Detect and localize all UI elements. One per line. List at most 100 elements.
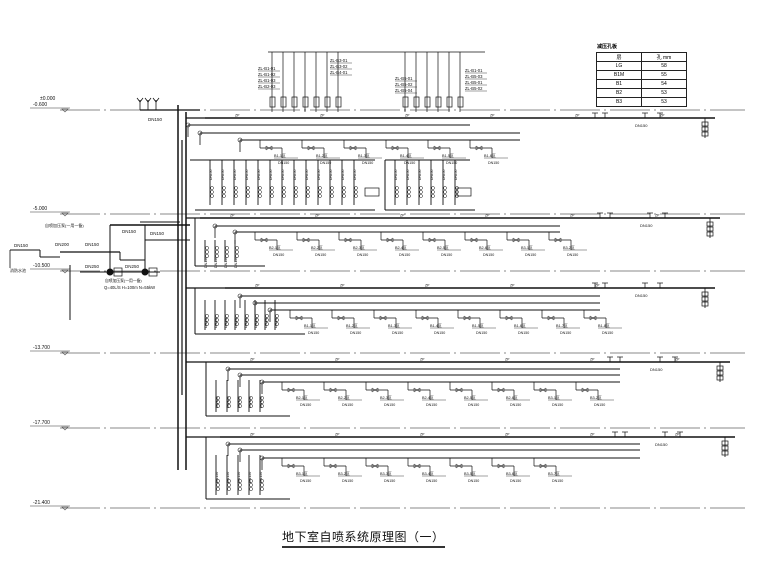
drain-box	[364, 187, 380, 197]
pipe-size-label: DN150	[342, 403, 353, 407]
pipe-tag: ZP	[420, 358, 425, 362]
zone-label: B1-1区	[274, 154, 286, 158]
elevation-marker-icon	[61, 351, 69, 356]
pipe-size-label: DN150	[510, 403, 521, 407]
alarm-valve-icon	[215, 250, 219, 254]
pipe-size-label: DN150	[468, 403, 479, 407]
pipe-size-label: DN150	[14, 243, 29, 248]
gate-valve-icon	[413, 463, 421, 469]
pipe-size-label: DN150	[476, 331, 487, 335]
pipe-size-label: DN150	[259, 472, 263, 483]
valve-box	[324, 96, 331, 108]
alarm-valve-icon	[249, 404, 253, 408]
level-elevation-label: -10.500	[33, 263, 50, 269]
alarm-valve-icon	[270, 186, 274, 190]
alarm-valve-icon	[270, 194, 274, 198]
zone-label: B1-5区	[472, 324, 484, 328]
pipe-size-label: DN150	[308, 331, 319, 335]
alarm-valve-icon	[258, 190, 262, 194]
alarm-valve-icon	[246, 194, 250, 198]
gate-valve-icon	[475, 145, 483, 151]
pipe-size-label: DN150	[441, 253, 452, 257]
pipe-tag: ZP	[675, 433, 680, 437]
alarm-valve-icon	[258, 194, 262, 198]
alarm-valve-icon	[235, 250, 239, 254]
riser-label: ZL-B5-02	[465, 86, 483, 91]
riser-label: ZL-B5-02	[395, 82, 413, 87]
zone-label: B1-6区	[514, 324, 526, 328]
alarm-valve-icon	[342, 190, 346, 194]
zone-label: B1-3区	[388, 324, 400, 328]
test-valve-box	[721, 445, 729, 451]
pipe-tag: ZP	[250, 433, 255, 437]
valve-box	[424, 96, 431, 108]
pipe-tag: ZP	[660, 114, 665, 118]
pipe-size-label: DN150	[320, 161, 331, 165]
pipe-size-label: DN150	[214, 257, 218, 268]
pipe-size-label: DN150	[226, 397, 230, 408]
alarm-valve-icon	[245, 314, 249, 318]
valve-box	[269, 96, 276, 108]
alarm-valve-icon	[235, 246, 239, 250]
pipe-size-label: DN150	[442, 169, 446, 180]
pipe-size-label: DN150	[269, 169, 273, 180]
gate-valve-icon	[470, 237, 478, 243]
pipe-size-label: DN150	[454, 169, 458, 180]
alarm-valve-icon	[210, 186, 214, 190]
alarm-valve-icon	[210, 190, 214, 194]
pipe-tag: ZP	[230, 214, 235, 218]
alarm-valve-icon	[235, 322, 239, 326]
riser-label: ZL-B5-01	[395, 76, 413, 81]
pipe-size-label: DN200	[55, 242, 70, 247]
pipe-size-label: DN150	[406, 169, 410, 180]
alarm-valve-icon	[395, 190, 399, 194]
pipe-tag: ZP	[250, 358, 255, 362]
zone-label: B2-2区	[338, 396, 350, 400]
zone-label: B2-2区	[311, 246, 323, 250]
gate-valve-icon	[307, 145, 315, 151]
alarm-valve-icon	[238, 487, 242, 491]
alarm-valve-icon	[260, 479, 264, 483]
alarm-valve-icon	[419, 190, 423, 194]
gate-valve-icon	[455, 387, 463, 393]
alarm-valve-icon	[215, 254, 219, 258]
pipe-size-label: DN150	[248, 397, 252, 408]
alarm-valve-icon	[354, 190, 358, 194]
pipe-size-label: DN150	[204, 257, 208, 268]
alarm-valve-icon	[407, 194, 411, 198]
alarm-valve-icon	[245, 322, 249, 326]
alarm-valve-icon	[225, 314, 229, 318]
pipe-tag: ZP	[400, 214, 405, 218]
elevation-marker-icon	[61, 269, 69, 274]
riser-label: ZL-B4-01	[330, 70, 348, 75]
level-elevation-label: -0.600	[33, 102, 47, 108]
alarm-valve-icon	[246, 190, 250, 194]
riser-label: ZL-B1-03	[258, 78, 276, 83]
alarm-valve-icon	[225, 322, 229, 326]
alarm-valve-icon	[215, 322, 219, 326]
roof-inlet-icon	[152, 97, 160, 103]
gate-valve-icon	[391, 145, 399, 151]
pump-spec-label: Q=40L/S H=100m N=55kW	[104, 285, 155, 290]
alarm-valve-icon	[318, 190, 322, 194]
test-valve-box	[701, 301, 709, 307]
alarm-valve-icon	[249, 487, 253, 491]
riser-label: ZL-B1-01	[465, 68, 483, 73]
alarm-valve-icon	[249, 479, 253, 483]
pipe-size-label: DN150	[384, 479, 395, 483]
riser-label: ZL-B1-02	[258, 72, 276, 77]
zone-label: B2-4区	[422, 396, 434, 400]
zone-label: B1-4区	[400, 154, 412, 158]
alarm-valve-icon	[419, 194, 423, 198]
zone-label: B1-4区	[430, 324, 442, 328]
pipe-size-label: DN150	[215, 397, 219, 408]
alarm-valve-icon	[330, 190, 334, 194]
gate-valve-icon	[505, 315, 513, 321]
alarm-valve-icon	[205, 250, 209, 254]
alarm-valve-icon	[235, 314, 239, 318]
gate-valve-icon	[386, 237, 394, 243]
pipe-size-label: DN250	[85, 264, 100, 269]
